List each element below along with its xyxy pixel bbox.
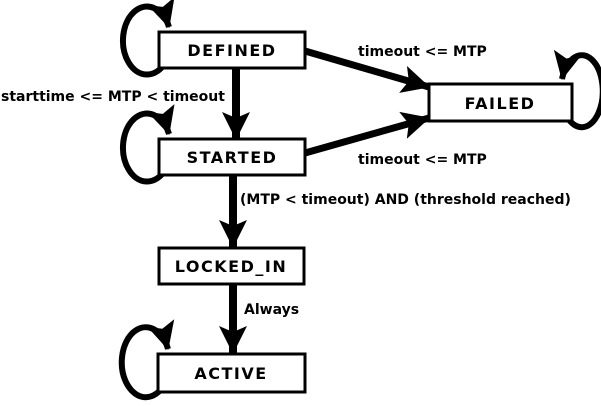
state-locked-in-label: LOCKED_IN [175, 257, 287, 276]
edge-group [118, 0, 601, 401]
state-started-label: STARTED [187, 148, 278, 167]
self-loop-defined [120, 0, 175, 78]
state-failed-box [427, 82, 574, 123]
state-active-label: ACTIVE [194, 364, 267, 383]
state-defined-label: DEFINED [187, 41, 276, 60]
edge-label-always: Always [244, 302, 299, 318]
state-started-box [157, 137, 307, 177]
self-loop-active [118, 319, 175, 401]
self-loop-failed [553, 49, 601, 131]
state-failed-label: FAILED [465, 94, 536, 113]
state-locked-in-box [157, 246, 306, 286]
state-defined-box [157, 30, 307, 70]
state-active-box [156, 352, 307, 394]
node-label-group: DEFINED STARTED FAILED LOCKED_IN ACTIVE [175, 41, 536, 383]
edge-label-timeout-upper: timeout <= MTP [358, 44, 487, 60]
node-group [156, 30, 574, 394]
edge-label-timeout-lower: timeout <= MTP [358, 152, 487, 168]
edge-label-threshold: (MTP < timeout) AND (threshold reached) [240, 192, 571, 208]
edge-label-group: starttime <= MTP < timeout timeout <= MT… [1, 44, 571, 318]
edge-label-starttime: starttime <= MTP < timeout [1, 89, 225, 105]
edge-started-to-failed [304, 111, 430, 157]
edge-defined-to-failed [304, 47, 430, 93]
self-loop-started [120, 104, 175, 185]
